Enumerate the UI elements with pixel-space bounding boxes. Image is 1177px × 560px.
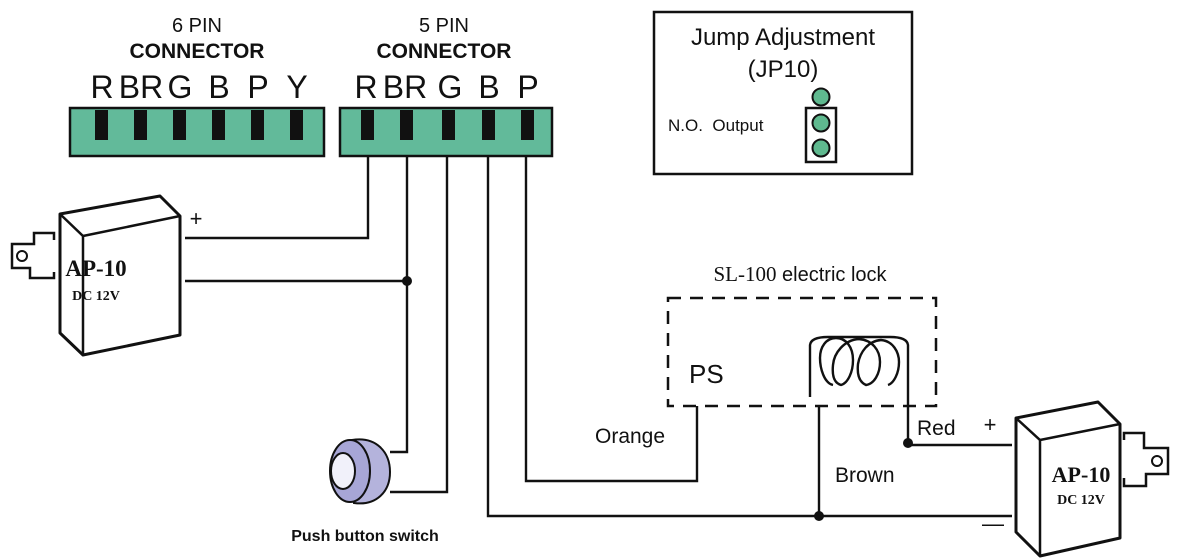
adapter-right-minus: — [982,511,1004,536]
connector-6pin-count: 6 PIN [172,15,222,37]
jumper-title: Jump Adjustment [691,24,875,51]
lock-coil-icon [808,335,910,430]
connector-6pin-pin-br: BR [119,69,163,105]
jumper-box-frame [652,10,914,176]
power-adapter-right: AP-10 DC 12V + — [982,400,1170,558]
wire-p-orange [524,156,699,483]
lock-ps-label: PS [689,359,724,389]
connector-6pin-pin-p: P [247,69,268,105]
push-button-label: Push button switch [291,528,439,545]
connector-6pin-pin-y: Y [286,69,307,105]
lock-title-model: SL-100 [713,262,776,286]
wire-br [390,156,409,454]
adapter-right-plug-icon [1122,431,1170,488]
connector-5pin-pin-p: P [517,69,538,105]
jumper-box: Jump Adjustment (JP10) N.O. Output [652,10,914,176]
adapter-right-model: AP-10 [1052,462,1111,487]
push-button-icon [330,452,356,490]
connector-5pin-pin-b: B [478,69,499,105]
junction-red [903,438,913,448]
connector-6pin-body [68,106,326,158]
electric-lock: SL-100 electric lock PS [666,262,938,430]
lock-title-text: electric lock [776,264,887,286]
adapter-left-plug-icon [10,231,56,280]
junction-brown [814,511,824,521]
jumper-bracket [804,106,838,164]
connector-5pin-pin-g: G [438,69,463,105]
wires [185,156,1012,521]
connector-6pin-type: CONNECTOR [130,40,265,63]
connector-5pin-pin-br: BR [383,69,427,105]
connector-6pin: 6 PIN CONNECTOR R BR G B P Y [68,15,326,158]
adapter-right-plus: + [984,412,997,437]
connector-6pin-pin-r: R [90,69,113,105]
push-button-switch: Push button switch [291,438,439,545]
lock-dashed-outline [666,296,938,408]
wire-r-positive [185,156,370,240]
adapter-left-plus: + [190,206,203,231]
lock-title: SL-100 electric lock [713,262,887,286]
power-adapter-left: AP-10 DC 12V + [10,194,203,357]
adapter-right-rating: DC 12V [1057,493,1105,508]
wire-b-ground [486,156,1012,518]
jumper-output-label: N.O. Output [668,116,764,135]
wire-label-orange: Orange [595,425,665,448]
adapter-left-model: AP-10 [65,256,126,281]
connector-5pin: 5 PIN CONNECTOR R BR G B P [338,15,554,158]
connector-5pin-pin-r: R [354,69,377,105]
connector-5pin-type: CONNECTOR [377,40,512,63]
jumper-dot-bot [811,138,831,158]
connector-5pin-count: 5 PIN [419,15,469,37]
wire-label-red: Red [917,417,956,440]
connector-6pin-pin-b: B [208,69,229,105]
wire-label-brown: Brown [835,464,895,487]
jumper-id: (JP10) [748,56,819,83]
jumper-dot-top [811,87,831,107]
junction-left-negative [402,276,412,286]
jumper-dot-mid [811,113,831,133]
adapter-left-rating: DC 12V [72,289,120,304]
connector-6pin-pin-g: G [168,69,193,105]
wire-g [390,156,449,494]
